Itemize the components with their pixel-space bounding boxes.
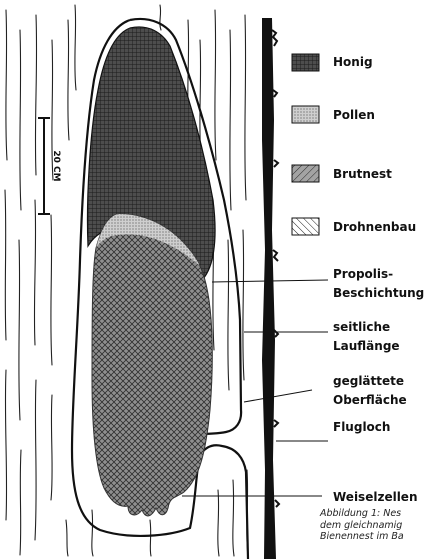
label-entrance: Flugloch bbox=[333, 418, 390, 436]
legend-swatch-brood bbox=[292, 165, 319, 182]
legend-swatch-pollen bbox=[292, 106, 319, 123]
legend-swatch-drone bbox=[292, 218, 319, 235]
scale-bar bbox=[38, 118, 50, 214]
label-smoothed-line1: geglättete bbox=[333, 372, 404, 390]
legend-label-drone: Drohnenbau bbox=[333, 218, 416, 236]
figure-caption: Abbildung 1: Nes dem gleichnamig Bienenn… bbox=[320, 508, 404, 543]
label-lateral-line2: Lauflänge bbox=[333, 337, 400, 355]
label-queen-cells: Weiselzellen bbox=[333, 488, 418, 506]
caption-line-1: Abbildung 1: Nes bbox=[320, 508, 404, 520]
caption-line-3: Bienennest im Ba bbox=[320, 531, 404, 543]
label-propolis-line1: Propolis- bbox=[333, 265, 393, 283]
label-lateral-line1: seitliche bbox=[333, 318, 390, 336]
legend-label-honey: Honig bbox=[333, 53, 373, 71]
legend-label-pollen: Pollen bbox=[333, 106, 375, 124]
caption-line-2: dem gleichnamig bbox=[320, 520, 404, 532]
label-smoothed-line2: Oberfläche bbox=[333, 391, 407, 409]
scale-label: 20 CM bbox=[51, 150, 61, 181]
legend-swatch-honey bbox=[292, 54, 319, 71]
bark-edge bbox=[262, 18, 276, 559]
label-propolis-line2: Beschichtung bbox=[333, 284, 424, 302]
legend-label-brood: Brutnest bbox=[333, 165, 392, 183]
